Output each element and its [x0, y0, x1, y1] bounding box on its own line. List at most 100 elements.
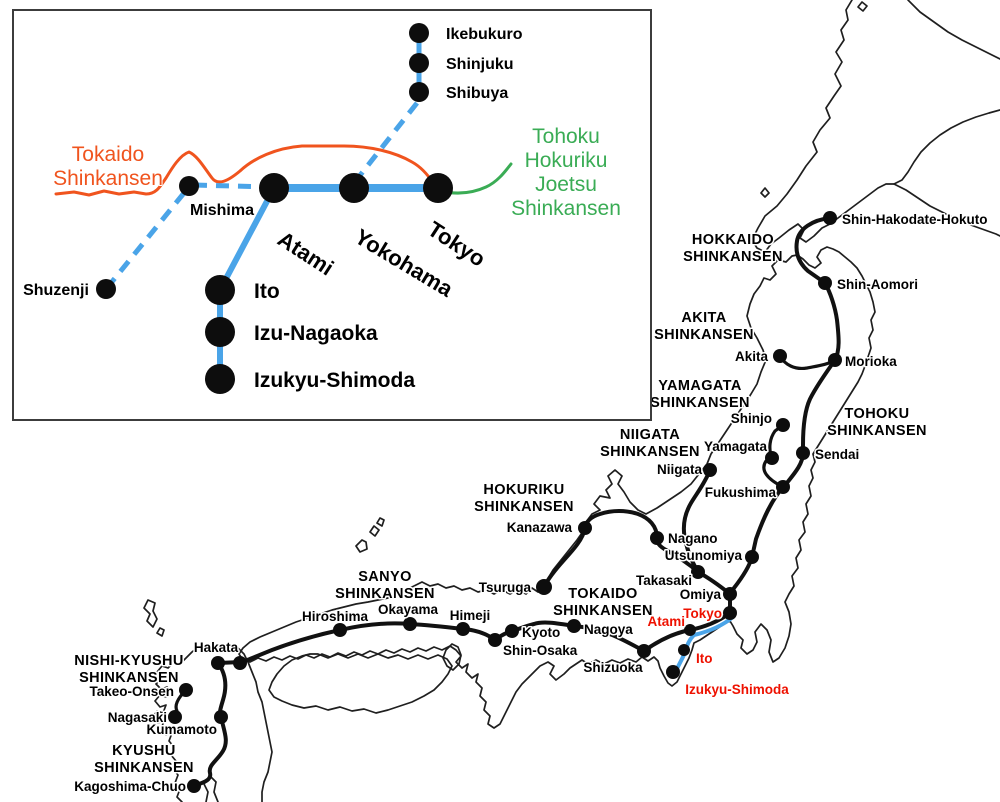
- inset-dashed-shibuya-yokohama: [352, 101, 419, 185]
- coast-kyushu-west: [152, 643, 237, 802]
- inset-dot-atami: [259, 173, 289, 203]
- station-label-omiya: Omiya: [680, 587, 722, 602]
- station-label-morioka: Morioka: [845, 354, 897, 369]
- station-dot-shin-hakodate-hokuto: [823, 211, 837, 225]
- station-label-yamagata: Yamagata: [704, 439, 768, 454]
- station-label-tsuruga: Tsuruga: [479, 580, 532, 595]
- inset-joetsu-line-path: [438, 162, 513, 195]
- line-label-sanyo-2: SHINKANSEN: [335, 586, 435, 602]
- station-label-nagasaki: Nagasaki: [108, 710, 167, 725]
- inset-dot-mishima: [179, 176, 199, 196]
- inset-label-mishima: Mishima: [190, 202, 254, 219]
- coast-awaji: [442, 643, 462, 671]
- line-label-yamagata-2: SHINKANSEN: [650, 395, 750, 411]
- line-label-akita-2: SHINKANSEN: [654, 327, 754, 343]
- coast-honshu: [238, 246, 876, 729]
- coast-islet-north: [857, 1, 868, 12]
- station-dot-shin-osaka: [488, 633, 502, 647]
- station-dot-nagoya: [567, 619, 581, 633]
- station-dot-nagano: [650, 531, 664, 545]
- line-label-yamagata: YAMAGATA: [658, 378, 742, 394]
- inset-dot-ito: [205, 275, 235, 305]
- coast-shikoku: [268, 653, 453, 714]
- japan-coastline: [143, 0, 1000, 802]
- station-label-shin-osaka: Shin-Osaka: [503, 643, 578, 658]
- inset-dashed-mishima-atami: [193, 182, 271, 190]
- coast-hokkaido-ne: [907, 0, 1000, 60]
- station-dot-takeo-onsen: [179, 683, 193, 697]
- station-dot-hakata: [211, 656, 225, 670]
- akita-line-path: [778, 354, 837, 371]
- station-dot-kanazawa: [578, 521, 592, 535]
- coast-oki-islands: [355, 517, 385, 553]
- line-name-labels: HOKKAIDO SHINKANSEN AKITA SHINKANSEN YAM…: [73, 231, 928, 778]
- line-label-hokkaido: HOKKAIDO: [692, 232, 774, 248]
- station-label-atami: Atami: [647, 614, 685, 629]
- station-dot-sendai: [796, 446, 810, 460]
- inset-dot-izu-nagaoka: [205, 317, 235, 347]
- inset-tokaido-line-path: [54, 144, 435, 197]
- station-label-utsunomiya: Utsunomiya: [665, 548, 743, 563]
- station-label-izukyu-shimoda: Izukyu-Shimoda: [685, 682, 789, 697]
- coast-hokkaido-se: [893, 183, 1000, 237]
- hakata-junction-dot: [233, 656, 247, 670]
- station-dot-akita: [773, 349, 787, 363]
- inset-label-shibuya: Shibuya: [446, 85, 508, 102]
- station-label-hiroshima: Hiroshima: [302, 609, 369, 624]
- inset-label-shinjuku: Shinjuku: [446, 56, 514, 73]
- station-dot-niigata: [703, 463, 717, 477]
- station-label-kyoto: Kyoto: [522, 625, 560, 640]
- inset-dot-shinjuku: [409, 53, 429, 73]
- station-label-niigata: Niigata: [657, 462, 703, 477]
- station-dot-yamagata: [765, 451, 779, 465]
- station-dot-omiya: [723, 587, 737, 601]
- station-dot-atami: [684, 624, 696, 636]
- station-label-hakata: Hakata: [194, 640, 239, 655]
- line-label-hokuriku: HOKURIKU: [483, 482, 564, 498]
- station-dot-kagoshima-chuo: [187, 779, 201, 793]
- inset-joetsu-shinkansen-label-2: Hokuriku: [525, 149, 608, 172]
- station-dot-takasaki: [691, 565, 705, 579]
- station-dot-fukushima: [776, 480, 790, 494]
- inset-joetsu-shinkansen-label-3: Joetsu: [535, 173, 597, 196]
- inset-joetsu-shinkansen-label-4: Shinkansen: [511, 197, 621, 220]
- station-dot-utsunomiya: [745, 550, 759, 564]
- inset-canvas: Ikebukuro Shinjuku Shibuya Mishima Shuze…: [22, 23, 622, 394]
- line-label-niigata-2: SHINKANSEN: [600, 444, 700, 460]
- station-label-ito: Ito: [696, 651, 713, 666]
- inset-label-izu-nagaoka: Izu-Nagaoka: [254, 322, 378, 345]
- inset-label-izukyu-shimoda: Izukyu-Shimoda: [254, 369, 415, 392]
- station-label-takeo-onsen: Takeo-Onsen: [89, 684, 174, 699]
- line-label-nishi-kyushu: NISHI-KYUSHU: [74, 653, 184, 669]
- station-label-kanazawa: Kanazawa: [507, 520, 573, 535]
- inset-label-tokyo: Tokyo: [423, 216, 490, 271]
- coast-tsushima: [143, 599, 165, 637]
- inset-label-ito: Ito: [254, 280, 280, 303]
- inset-label-ikebukuro: Ikebukuro: [446, 26, 523, 43]
- line-label-sanyo: SANYO: [358, 569, 412, 585]
- tohoku-hokkaido-line-path: [728, 216, 841, 615]
- kyushu-line-path: [192, 661, 228, 788]
- coast-hokkaido: [751, 0, 1000, 253]
- station-label-nagoya: Nagoya: [584, 622, 633, 637]
- station-dot-okayama: [403, 617, 417, 631]
- station-labels: Shin-Hakodate-Hokuto Shin-Aomori Akita M…: [73, 211, 989, 796]
- inset-dot-shuzenji: [96, 279, 116, 299]
- inset-dot-tokyo: [423, 173, 453, 203]
- station-dot-kumamoto: [214, 710, 228, 724]
- station-dot-ito: [678, 644, 690, 656]
- station-label-nagano: Nagano: [668, 531, 718, 546]
- station-label-fukushima: Fukushima: [705, 485, 777, 500]
- station-label-tokyo: Tokyo: [683, 606, 722, 621]
- inset-dot-ikebukuro: [409, 23, 429, 43]
- station-dot-hiroshima: [333, 623, 347, 637]
- inset-station-dots: [96, 23, 453, 394]
- coast-kyushu-east: [235, 645, 273, 802]
- inset-labels: Ikebukuro Shinjuku Shibuya Mishima Shuze…: [22, 25, 622, 394]
- inset-dot-izukyu-shimoda: [205, 364, 235, 394]
- station-label-shin-aomori: Shin-Aomori: [837, 277, 918, 292]
- station-dot-nagasaki: [168, 710, 182, 724]
- izu-line-blue-path: [674, 615, 735, 673]
